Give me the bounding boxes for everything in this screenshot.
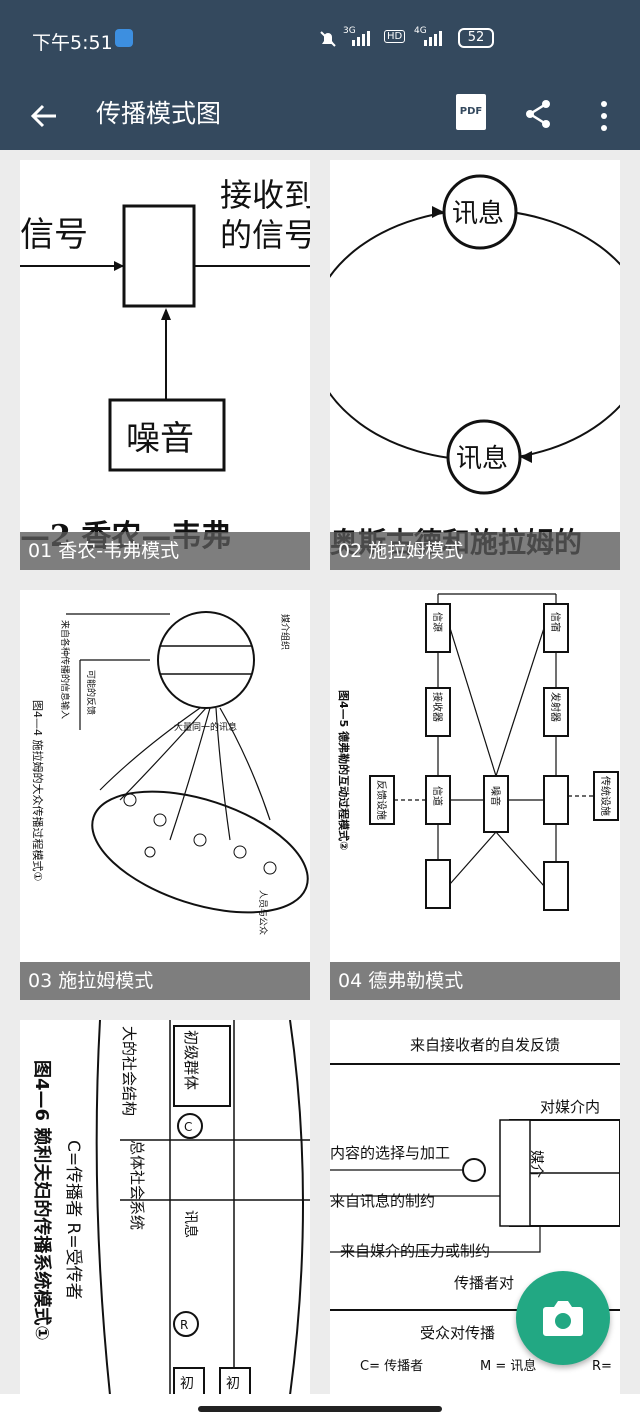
diagram-text: 来自接收者的自发反馈 — [410, 1036, 560, 1054]
diagram-text: 信源 — [431, 612, 444, 632]
diagram-text: 图4—6 赖利夫妇的传播系统模式① — [31, 1060, 53, 1341]
system-nav-bar — [0, 1394, 640, 1422]
diagram-text: C= 传播者 — [360, 1359, 423, 1374]
card-caption: 03 施拉姆模式 — [20, 962, 310, 1000]
diagram-thumbnail: 信号 接收到 的信号 噪音 —2 香农—韦弗 — [20, 176, 310, 554]
diagram-text: R= — [592, 1359, 612, 1374]
diagram-text: 来自讯息的制约 — [330, 1192, 435, 1210]
diagram-text: 接收器 — [431, 692, 444, 722]
diagram-thumbnail: 来自接收者的自发反馈 对媒介内 内容的选择与加工 来自讯息的制约 来自媒介的压力… — [330, 1036, 620, 1374]
back-button[interactable] — [28, 90, 68, 138]
diagram-card-1[interactable]: 信号 接收到 的信号 噪音 —2 香农—韦弗 01 香农-韦弗模式 — [20, 160, 310, 570]
diagram-text: 初 — [226, 1375, 240, 1392]
diagram-text: 信宿 — [549, 612, 562, 632]
card-caption: 04 德弗勒模式 — [330, 962, 620, 1000]
diagram-text: 讯息 — [182, 1210, 199, 1238]
diagram-text: 对媒介内 — [540, 1098, 600, 1116]
diagram-thumbnail: 图4—6 赖利夫妇的传播系统模式① C=传播者 R=受传者 大的社会结构 初级群… — [31, 1020, 310, 1395]
signal-icon-2 — [424, 30, 442, 46]
signal-icon — [352, 30, 370, 46]
diagram-text: C=传播者 R=受传者 — [63, 1140, 83, 1300]
diagram-text: 传播者对 — [454, 1274, 514, 1292]
diagram-text: 接收到 — [220, 176, 310, 214]
diagram-thumbnail: 讯息 讯息 奥斯古德和施拉姆的 — [330, 174, 620, 559]
diagram-text: 媒介 — [528, 1150, 544, 1178]
status-time: 下午5:51 — [32, 32, 113, 54]
diagram-text: 发射器 — [549, 692, 562, 722]
diagram-text: 噪音 — [489, 786, 502, 806]
diagram-text: 反馈设施 — [375, 780, 388, 820]
diagram-text: 来自媒介的压力或制约 — [340, 1242, 490, 1260]
network-4g-label: 4G — [414, 26, 427, 36]
diagram-text: 来自各种传播的信息输入 — [59, 620, 71, 719]
diagram-thumbnail: 图4—5 德弗勒的互动过程模式② 信源 信宿 接收器 发射器 信道 噪音 反馈设… — [337, 593, 619, 911]
diagram-text: 讯息 — [452, 199, 504, 229]
page-title: 传播模式图 — [96, 99, 222, 128]
diagram-card-4[interactable]: 图4—5 德弗勒的互动过程模式② 信源 信宿 接收器 发射器 信道 噪音 反馈设… — [330, 590, 620, 1000]
diagram-text: 可能的反馈 — [85, 670, 97, 715]
diagram-text: 人员与公众 — [257, 890, 268, 935]
diagram-text: R — [180, 1318, 188, 1332]
diagram-card-3[interactable]: 图4—4 施拉姆的大众传播过程模式① 来自各种传播的信息输入 可能的反馈 媒介组… — [20, 590, 310, 1000]
diagram-text: 总体社会系统 — [128, 1140, 146, 1230]
diagram-text: 大的社会结构 — [120, 1026, 138, 1116]
network-3g-label: 3G — [343, 26, 356, 36]
notification-app-icon — [115, 29, 133, 47]
battery-indicator: 52 — [458, 28, 494, 48]
diagram-thumbnail: 图4—4 施拉姆的大众传播过程模式① 来自各种传播的信息输入 可能的反馈 媒介组… — [31, 611, 309, 935]
diagram-text: 讯息 — [456, 444, 508, 474]
arrow-back-icon — [30, 104, 56, 128]
diagram-text: 图4—4 施拉姆的大众传播过程模式① — [31, 700, 45, 881]
diagram-text: 初级群体 — [182, 1030, 200, 1090]
share-icon — [526, 100, 550, 128]
diagram-card-2[interactable]: 讯息 讯息 奥斯古德和施拉姆的 02 施拉姆模式 — [330, 160, 620, 570]
hd-badge: HD — [384, 30, 406, 43]
diagram-text: 媒介组织 — [279, 614, 291, 650]
pdf-button[interactable]: PDF — [456, 94, 486, 130]
diagram-text: 的信号 — [220, 216, 310, 254]
home-gesture-handle[interactable] — [198, 1406, 442, 1412]
diagram-card-6[interactable]: 来自接收者的自发反馈 对媒介内 内容的选择与加工 来自讯息的制约 来自媒介的压力… — [330, 1020, 620, 1422]
card-caption: 02 施拉姆模式 — [330, 532, 620, 570]
more-vert-icon — [601, 101, 607, 131]
camera-icon — [543, 1301, 583, 1336]
diagram-text: 噪音 — [126, 419, 194, 459]
diagram-text: 信道 — [431, 786, 444, 806]
diagram-text: 初 — [180, 1375, 194, 1392]
diagram-text: C — [184, 1120, 192, 1134]
diagram-card-5[interactable]: 图4—6 赖利夫妇的传播系统模式① C=传播者 R=受传者 大的社会结构 初级群… — [20, 1020, 310, 1422]
mute-icon — [320, 31, 336, 47]
card-caption: 01 香农-韦弗模式 — [20, 532, 310, 570]
diagram-text: 图4—5 德弗勒的互动过程模式② — [337, 690, 351, 850]
diagram-text: 大量同一的讯息 — [174, 721, 237, 733]
diagram-text: M = 讯息 — [480, 1358, 536, 1374]
app-bar: 传播模式图 PDF — [0, 78, 640, 150]
camera-fab-button[interactable] — [516, 1271, 610, 1365]
status-bar: 下午5:51 3G HD 4G 52 — [0, 0, 640, 78]
diagram-text: 内容的选择与加工 — [330, 1144, 450, 1162]
diagram-text: 受众对传播 — [420, 1324, 495, 1342]
more-options-button[interactable] — [592, 90, 616, 138]
diagram-text: 传统设施 — [599, 776, 612, 816]
share-button[interactable] — [522, 88, 554, 138]
diagram-text: 信号 — [20, 215, 88, 255]
